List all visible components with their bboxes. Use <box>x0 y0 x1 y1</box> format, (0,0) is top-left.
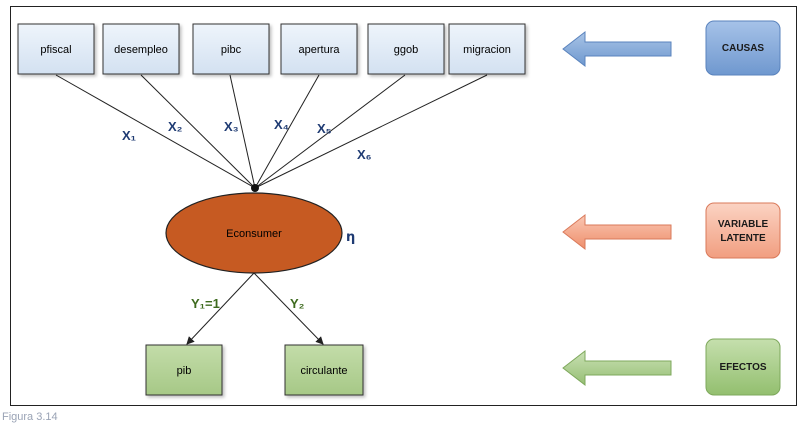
cause-label: migracion <box>463 44 511 56</box>
legend-causas-label: CAUSAS <box>722 43 765 54</box>
efectos-arrow-icon <box>562 349 672 387</box>
cause-line-4 <box>254 74 320 189</box>
effect-box-pib: pib <box>145 344 223 396</box>
latente-arrow-icon <box>562 213 672 251</box>
weight-x4: X₄ <box>274 117 289 132</box>
cause-lines <box>55 74 488 189</box>
weight-x5: X₅ <box>317 121 332 136</box>
cause-line-6 <box>254 74 488 189</box>
cause-box-pibc: pibc <box>192 23 270 75</box>
eta-symbol: η <box>346 230 355 245</box>
cause-label: pfiscal <box>40 44 71 56</box>
cause-box-desempleo: desempleo <box>102 23 180 75</box>
effect-boxes: pib circulante <box>145 344 364 396</box>
figure-caption: Figura 3.14 <box>2 411 58 423</box>
cause-line-3 <box>229 74 256 189</box>
weight-y1: Y₁=1 <box>191 296 220 311</box>
cause-box-ggob: ggob <box>367 23 445 75</box>
weight-x3: X₃ <box>224 119 239 134</box>
legend-latente-line2: LATENTE <box>720 233 766 244</box>
cause-line-1 <box>55 74 256 189</box>
legend-variable-latente: VARIABLE LATENTE <box>705 202 781 259</box>
legend-efectos: EFECTOS <box>705 338 781 396</box>
effect-arrow-pib <box>186 272 255 345</box>
causas-arrow-icon <box>562 30 672 68</box>
weight-x6: X₆ <box>357 147 372 162</box>
cause-label: desempleo <box>114 44 168 56</box>
effect-arrows <box>186 272 324 345</box>
cause-box-migracion: migracion <box>448 23 526 75</box>
effect-label: pib <box>177 365 192 377</box>
effect-arrow-circulante <box>253 272 324 345</box>
legend-efectos-label: EFECTOS <box>719 362 766 373</box>
latent-node: Econsumer <box>165 192 343 274</box>
effect-box-circulante: circulante <box>284 344 364 396</box>
cause-label: pibc <box>221 44 242 56</box>
legend-causas: CAUSAS <box>705 20 781 76</box>
latent-label: Econsumer <box>226 228 282 240</box>
weight-x2: X₂ <box>168 119 183 134</box>
weight-x1: X₁ <box>122 128 136 143</box>
legend-latente-line1: VARIABLE <box>718 219 769 230</box>
cause-label: apertura <box>299 44 341 56</box>
cause-line-2 <box>140 74 256 189</box>
cause-label: ggob <box>394 44 418 56</box>
cause-weights: X₁ X₂ X₃ X₄ X₅ X₆ <box>122 117 372 162</box>
junction-dot <box>251 184 259 192</box>
cause-boxes: pfiscal desempleo pibc apertura ggob mig… <box>17 23 526 75</box>
cause-line-5 <box>254 74 406 189</box>
effect-label: circulante <box>300 365 347 377</box>
weight-y2: Y₂ <box>290 296 305 311</box>
cause-box-pfiscal: pfiscal <box>17 23 95 75</box>
cause-box-apertura: apertura <box>280 23 358 75</box>
effect-weights: Y₁=1 Y₂ <box>191 296 305 311</box>
